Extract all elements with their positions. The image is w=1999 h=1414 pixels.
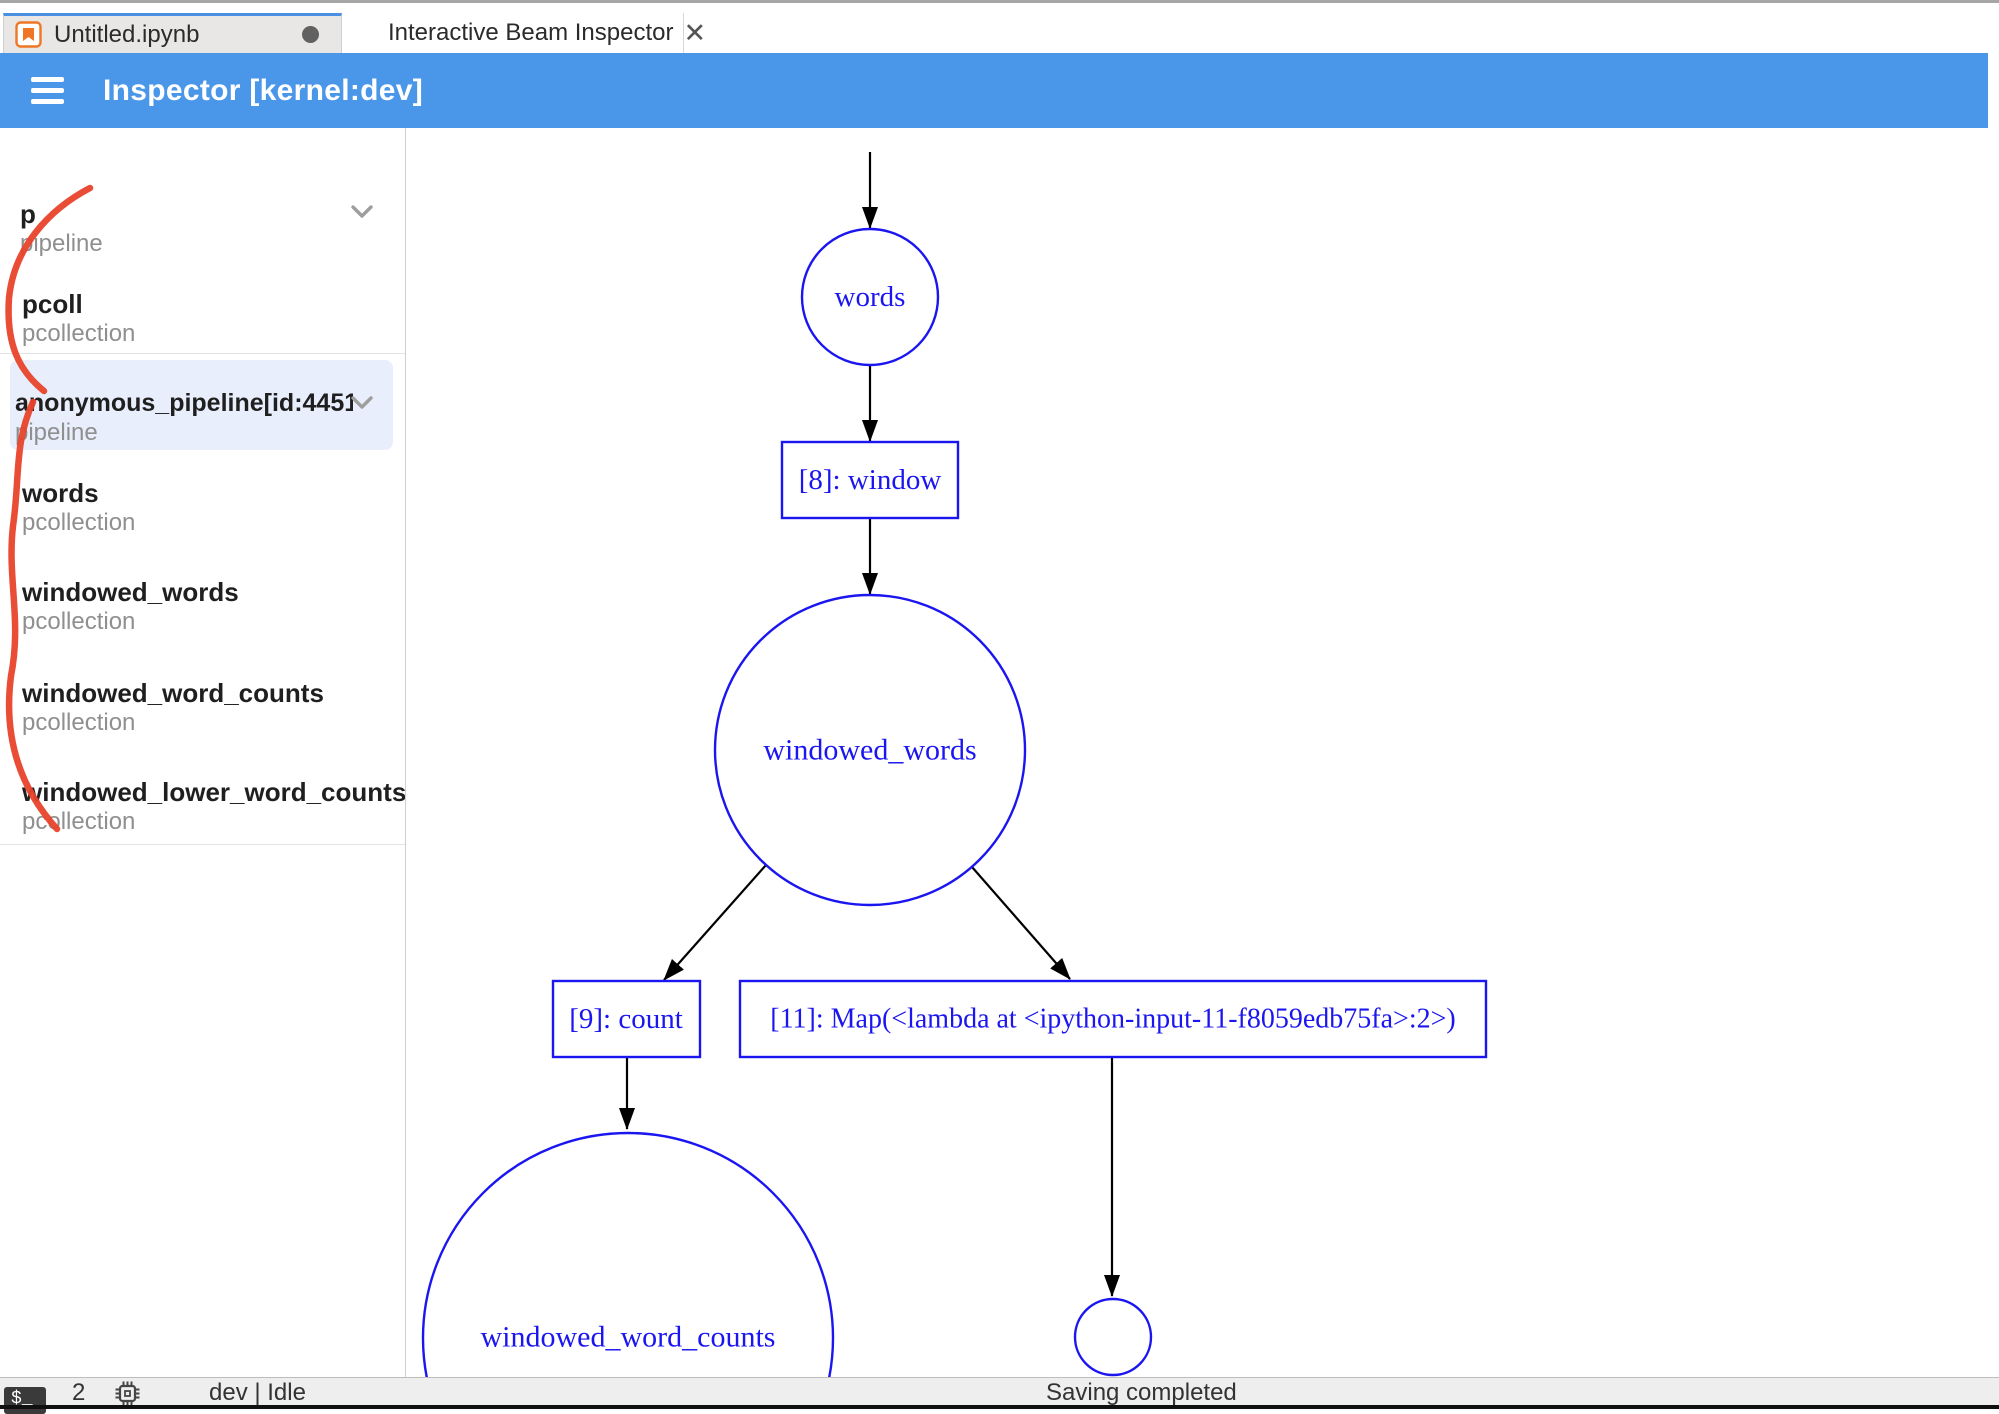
pipeline-list: p pipeline pcoll pcollection anonymous_p…: [0, 128, 405, 845]
sidebar-item-pipeline-p[interactable]: p pipeline: [0, 199, 405, 259]
node-map-label: [11]: Map(<lambda at <ipython-input-11-f…: [770, 1004, 1455, 1035]
kernel-chip-icon[interactable]: [114, 1380, 141, 1407]
item-name: windowed_lower_word_counts: [22, 777, 405, 807]
sidebar-item-windowed-word-counts[interactable]: windowed_word_counts pcollection: [0, 678, 405, 738]
node-windowed-lower-word-counts-circle: [1073, 1297, 1153, 1377]
node-windowed-words-label: windowed_words: [763, 734, 976, 767]
item-type: pipeline: [15, 419, 98, 446]
node-count-label: [9]: count: [569, 1003, 683, 1035]
item-name: windowed_word_counts: [22, 678, 324, 708]
kernel-status-label[interactable]: dev | Idle: [209, 1379, 306, 1406]
item-type: pcollection: [22, 709, 136, 736]
node-windowed-word-counts-label: windowed_word_counts: [481, 1321, 776, 1354]
tab-untitled-notebook[interactable]: Untitled.ipynb: [3, 13, 342, 53]
page-title: Inspector [kernel:dev]: [103, 73, 424, 107]
chevron-down-icon[interactable]: [350, 395, 374, 411]
sidebar-item-words[interactable]: words pcollection: [0, 478, 405, 538]
menu-icon[interactable]: [31, 77, 64, 104]
kernel-session-count[interactable]: 2: [72, 1379, 86, 1406]
node-words-label: words: [835, 281, 906, 313]
node-map-rect: [738, 979, 1488, 1059]
window-bottom-border: [0, 1405, 1999, 1409]
tab-bar: Untitled.ipynb Interactive Beam Inspecto…: [0, 3, 1999, 53]
window-top-border: [0, 0, 1999, 3]
item-name: windowed_words: [22, 577, 239, 607]
item-name: pcoll: [22, 289, 83, 319]
item-name: anonymous_pipeline[id:44516...: [15, 389, 353, 417]
pipeline-dag: words [8]: window windowed_words [9]: co…: [421, 152, 1488, 1377]
tab-beam-inspector[interactable]: Interactive Beam Inspector ✕: [342, 13, 706, 53]
pipeline-graph-panel: words [8]: window windowed_words [9]: co…: [407, 128, 1999, 1377]
item-type: pcollection: [22, 509, 136, 536]
node-count-rect: [551, 979, 702, 1059]
item-name: words: [22, 478, 99, 508]
item-name: p: [20, 199, 36, 229]
item-type: pipeline: [20, 230, 103, 257]
node-window-rect: [780, 440, 960, 520]
section-divider: [0, 353, 405, 354]
sidebar-item-windowed-lower-word-counts[interactable]: windowed_lower_word_counts pcollection: [0, 777, 405, 837]
jupyter-notebook-icon: [15, 21, 42, 48]
sidebar-item-pcoll[interactable]: pcoll pcollection: [0, 289, 405, 349]
sidebar-item-anonymous-pipeline[interactable]: anonymous_pipeline[id:44516... pipeline: [0, 388, 405, 448]
item-type: pcollection: [22, 808, 136, 835]
terminal-status-icon[interactable]: $_: [4, 1387, 46, 1414]
node-windowed-word-counts-circle: [421, 1131, 835, 1377]
edge-windowed-words-to-count: [663, 864, 767, 981]
node-words-circle: [800, 227, 940, 367]
item-type: pcollection: [22, 608, 136, 635]
status-bar: $_ 2 dev | Idle Saving completed: [0, 1377, 1999, 1414]
node-windowed-words-circle: [713, 593, 1027, 907]
node-window-label: [8]: window: [799, 464, 942, 496]
edge-windowed-words-to-map: [971, 866, 1071, 980]
tab-title: Untitled.ipynb: [54, 20, 200, 48]
tab-title: Interactive Beam Inspector: [388, 19, 674, 46]
status-message: Saving completed: [1046, 1379, 1237, 1406]
item-type: pcollection: [22, 320, 136, 347]
inspector-header: Inspector [kernel:dev]: [0, 53, 1988, 128]
chevron-down-icon[interactable]: [350, 204, 374, 220]
close-icon[interactable]: ✕: [683, 17, 707, 48]
pipeline-sidebar: p pipeline pcoll pcollection anonymous_p…: [0, 128, 406, 1377]
sidebar-item-windowed-words[interactable]: windowed_words pcollection: [0, 577, 405, 637]
unsaved-dot-icon: [302, 26, 319, 43]
